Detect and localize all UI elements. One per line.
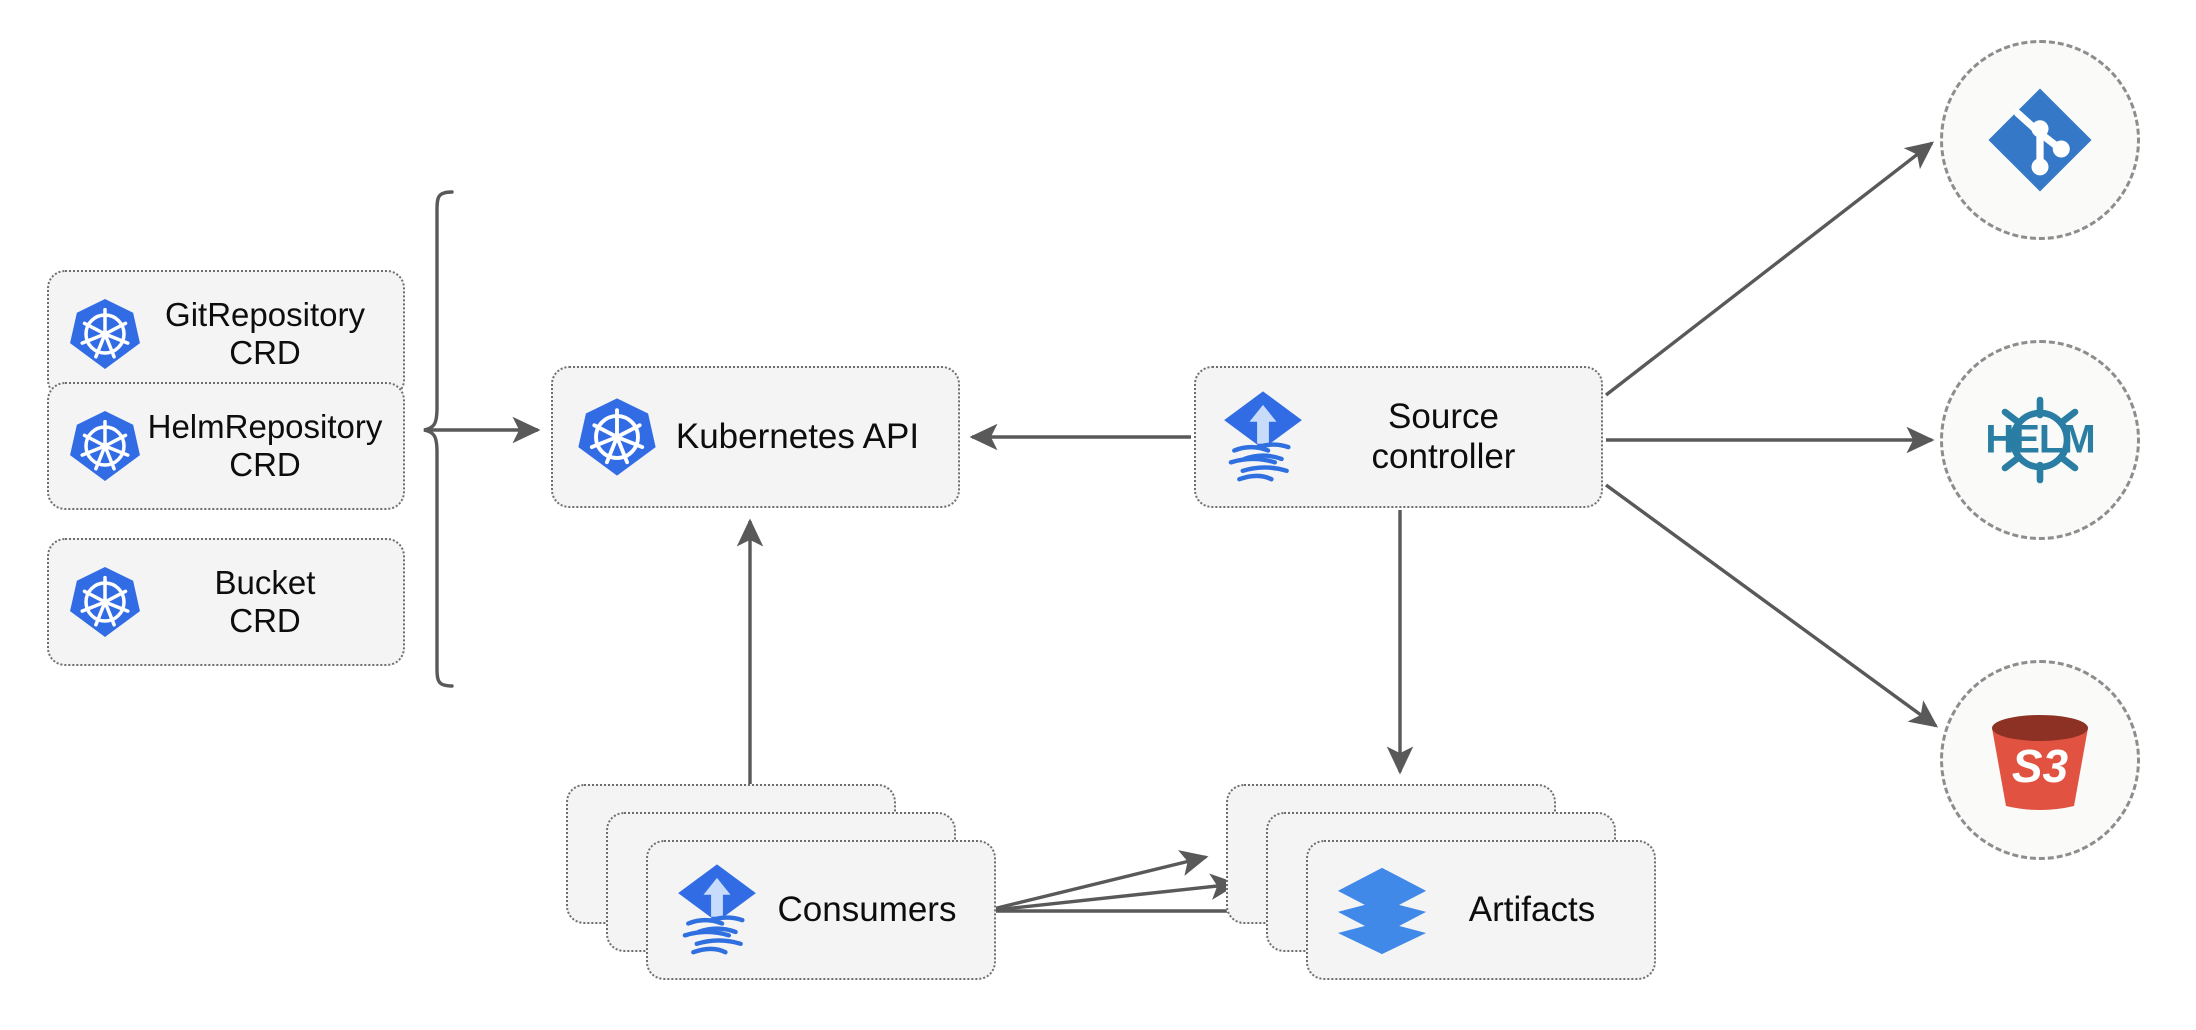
crd-label: Bucket CRD	[214, 564, 316, 639]
kubernetes-icon	[575, 395, 659, 479]
edge-consumers-to-artifacts-top	[984, 850, 1209, 913]
node-label: Artifacts	[1468, 890, 1596, 930]
layers-icon	[1334, 864, 1430, 956]
node-artifacts-stack[interactable]: Artifacts	[1226, 784, 1656, 980]
external-service-helm[interactable]: HELM	[1940, 340, 2140, 540]
s3-label: S3	[2011, 740, 2069, 793]
git-icon	[1984, 84, 2096, 196]
crd-group-brace	[423, 190, 454, 688]
kubernetes-icon	[67, 296, 143, 372]
flux-icon	[1220, 388, 1306, 486]
edge-source-to-git	[1604, 141, 1935, 397]
crd-label: HelmRepository CRD	[147, 408, 383, 483]
stack-card-front[interactable]: Consumers	[646, 840, 996, 980]
node-kubernetes-api[interactable]: Kubernetes API	[551, 366, 960, 508]
flux-icon	[674, 861, 760, 959]
node-source-controller[interactable]: Source controller	[1194, 366, 1603, 508]
node-label: Consumers	[777, 890, 957, 930]
helm-label: HELM	[1985, 417, 2095, 462]
external-service-s3[interactable]: S3	[1940, 660, 2140, 860]
edge-source-to-s3	[1604, 483, 1939, 728]
helm-icon: HELM	[1976, 388, 2104, 492]
kubernetes-icon	[67, 408, 143, 484]
crd-card-bucket[interactable]: Bucket CRD	[47, 538, 405, 666]
external-service-git[interactable]	[1940, 40, 2140, 240]
node-label: Source controller	[1371, 397, 1516, 476]
node-label: Kubernetes API	[675, 417, 920, 457]
crd-label: GitRepository CRD	[165, 296, 365, 371]
node-consumers-stack[interactable]: Consumers	[566, 784, 996, 980]
crd-card-helmrepository[interactable]: HelmRepository CRD	[47, 382, 405, 510]
kubernetes-icon	[67, 564, 143, 640]
stack-card-front[interactable]: Artifacts	[1306, 840, 1656, 980]
s3-bucket-icon: S3	[1981, 704, 2099, 816]
crd-card-gitrepository[interactable]: GitRepository CRD	[47, 270, 405, 398]
edge-consumers-to-artifacts-mid	[984, 873, 1239, 913]
